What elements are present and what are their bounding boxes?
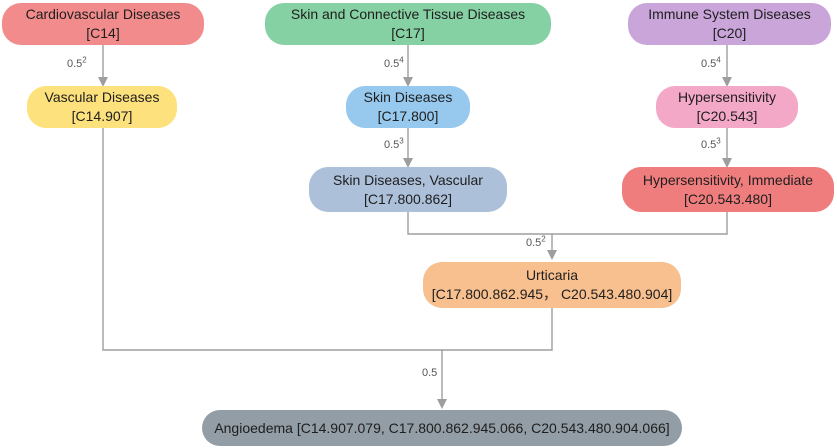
node-title: Urticaria <box>525 267 579 283</box>
node-code: [C17] <box>391 25 425 41</box>
edge-merge-to-urticaria <box>407 212 728 235</box>
weight-label: 0.52 <box>67 55 87 70</box>
node-title: Vascular Diseases <box>44 89 160 105</box>
weight-label: 0.52 <box>526 234 546 249</box>
node-code: [C20.543] <box>696 108 758 124</box>
node-code: [C14.907] <box>71 108 133 124</box>
node-title: Skin Diseases, Vascular <box>333 171 483 188</box>
weight-label: 0.5 <box>422 367 438 379</box>
node-cardiovascular-diseases: Cardiovascular Diseases [C14] <box>2 3 204 45</box>
node-code: [C20.543.480] <box>684 190 772 207</box>
node-skin-diseases-vascular: Skin Diseases, Vascular [C17.800.862] <box>309 167 507 212</box>
node-skin-diseases: Skin Diseases [C17.800] <box>346 86 470 128</box>
node-title: Cardiovascular Diseases <box>25 6 181 22</box>
node-title: Skin and Connective Tissue Diseases <box>290 6 526 22</box>
node-hypersensitivity: Hypersensitivity [C20.543] <box>656 86 798 128</box>
weight-label: 0.53 <box>384 136 404 151</box>
weight-label: 0.54 <box>384 55 404 70</box>
node-angioedema: Angioedema [C14.907.079, C17.800.862.945… <box>202 410 682 446</box>
node-code: [C17.800.862.945， C20.543.480.904] <box>431 286 673 302</box>
node-title: Hypersensitivity, Immediate <box>642 171 814 188</box>
node-code: [C20] <box>712 25 747 41</box>
weight-label: 0.54 <box>701 55 721 70</box>
node-code: [C17.800.862] <box>364 190 452 207</box>
node-urticaria: Urticaria [C17.800.862.945， C20.543.480.… <box>423 262 681 308</box>
weight-label: 0.53 <box>701 136 721 151</box>
node-vascular-diseases: Vascular Diseases [C14.907] <box>27 86 177 128</box>
edge-merge-to-angioedema <box>102 128 553 351</box>
node-immune-system-diseases: Immune System Diseases [C20] <box>628 3 831 45</box>
node-title: Hypersensitivity <box>677 89 777 105</box>
node-title: Angioedema [C14.907.079, C17.800.862.945… <box>214 419 670 436</box>
node-title: Immune System Diseases <box>648 6 811 22</box>
node-hypersensitivity-immediate: Hypersensitivity, Immediate [C20.543.480… <box>622 167 834 212</box>
node-code: [C17.800] <box>377 108 439 124</box>
node-title: Skin Diseases <box>363 89 453 105</box>
node-code: [C14] <box>86 25 120 41</box>
node-skin-connective-tissue-diseases: Skin and Connective Tissue Diseases [C17… <box>265 3 551 45</box>
